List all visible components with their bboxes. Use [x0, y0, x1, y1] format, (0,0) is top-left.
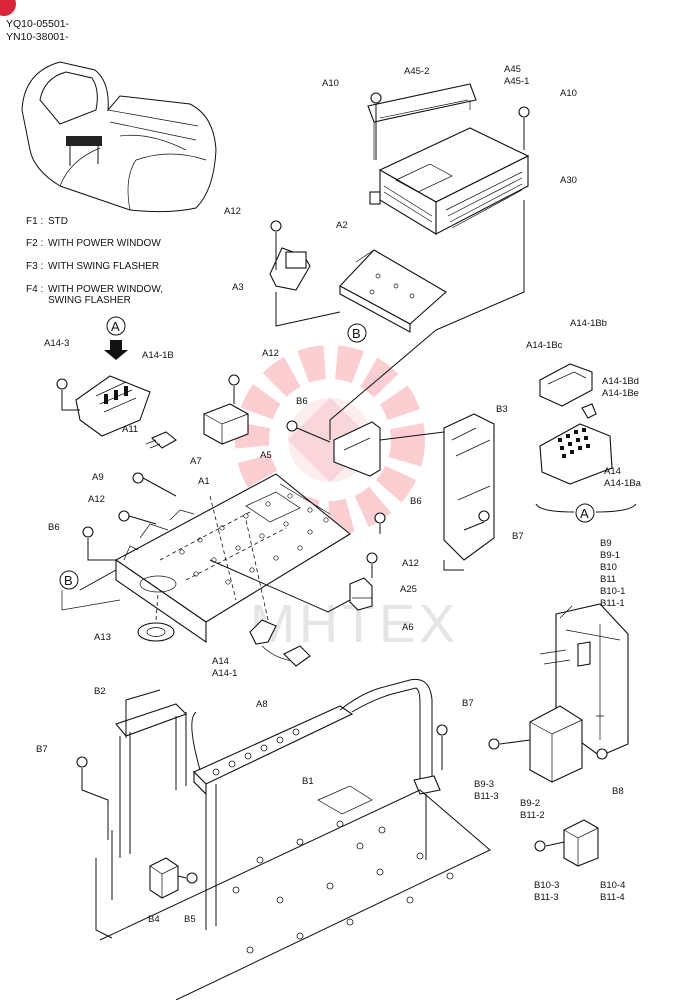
- label-b5: B5: [184, 914, 196, 925]
- label-b10-1: B10-1: [600, 586, 625, 597]
- label-a10-left: A10: [322, 78, 339, 89]
- plate-a1: [114, 473, 351, 644]
- label-a13: A13: [94, 632, 111, 643]
- legend-code-f2: F2 :: [26, 238, 43, 249]
- label-a14-1-low: A14-1: [212, 668, 237, 679]
- label-a45-2: A45-2: [404, 66, 429, 77]
- relay-a5: [203, 374, 249, 445]
- grommet-a13: [137, 593, 175, 642]
- label-a14-low: A14: [212, 656, 229, 667]
- label-b11-4: B11-4: [600, 892, 625, 903]
- label-a12-top: A12: [224, 206, 241, 217]
- label-b11-3a: B11-3: [474, 791, 499, 802]
- part-labels: A10 A45-2 A45 A45-1 A10 A30 A12 A2 A3 A1…: [36, 64, 642, 925]
- label-a3: A3: [232, 282, 244, 293]
- label-a14-1ba: A14-1Ba: [604, 478, 642, 489]
- detail-a-inset: A: [535, 363, 637, 523]
- label-a30: A30: [560, 175, 577, 186]
- label-a12-mid: A12: [262, 348, 279, 359]
- label-a14-right: A14: [604, 466, 621, 477]
- frame-b1-holes: [212, 728, 300, 776]
- legend-code-f3: F3 :: [26, 261, 43, 272]
- bracket-b3: [286, 329, 495, 571]
- label-b6-left: B6: [48, 522, 60, 533]
- relay-a25: [209, 552, 378, 613]
- label-b10-3: B10-3: [534, 880, 559, 891]
- label-a14-1bc: A14-1Bc: [526, 340, 563, 351]
- connector-a14-lower: [245, 519, 311, 667]
- bracket-b9-assembly: [488, 603, 629, 867]
- label-b11-3b: B11-3: [534, 892, 559, 903]
- relay-b4: [149, 857, 198, 899]
- legend-text-f3: WITH SWING FLASHER: [48, 261, 159, 272]
- controller-assembly: [367, 83, 530, 331]
- page-badge: [0, 0, 16, 16]
- label-a14-1bd: A14-1Bd: [602, 376, 639, 387]
- label-b2: B2: [94, 686, 106, 697]
- plate-holes: [179, 493, 329, 585]
- label-b9: B9: [600, 538, 612, 549]
- screw-b7-mid: [436, 724, 448, 736]
- label-b11-1: B11-1: [600, 598, 625, 609]
- screw-b7-left: [76, 756, 88, 768]
- legend-text-f4-cont: SWING FLASHER: [48, 295, 131, 306]
- label-b4: B4: [148, 914, 160, 925]
- legend-code-f1: F1 :: [26, 216, 43, 227]
- label-b7-right-top: B7: [512, 531, 524, 542]
- legend-text-f4: WITH POWER WINDOW,: [48, 284, 163, 295]
- label-b7-left: B7: [36, 744, 48, 755]
- callout-a-top: A: [111, 319, 120, 334]
- label-b10: B10: [600, 562, 617, 573]
- switch-a11: [145, 431, 177, 449]
- legend-text-f1: STD: [48, 216, 68, 227]
- callout-a-detail: A: [580, 506, 589, 521]
- serial-number-1: YQ10-05501-: [6, 18, 70, 30]
- label-a14-3: A14-3: [44, 338, 69, 349]
- label-a11: A11: [122, 424, 138, 435]
- label-a25: A25: [400, 584, 417, 595]
- legend-text-f2: WITH POWER WINDOW: [48, 238, 161, 249]
- label-b9-1: B9-1: [600, 550, 620, 561]
- label-b11-2: B11-2: [520, 810, 545, 821]
- label-b6-right: B6: [410, 496, 422, 507]
- label-a8: A8: [256, 699, 268, 710]
- callout-a-indicator: A: [104, 316, 128, 360]
- frame-b1-b2: [115, 678, 441, 930]
- label-a1: A1: [198, 476, 210, 487]
- bracket-a2-assembly: B: [269, 220, 447, 343]
- label-a14-1b: A14-1B: [142, 350, 174, 361]
- label-b7-mid: B7: [462, 698, 474, 709]
- legend: F1 : STD F2 : WITH POWER WINDOW F3 : WIT…: [26, 216, 163, 306]
- label-a45-1: A45-1: [504, 76, 529, 87]
- callout-b-upper: B: [352, 326, 361, 341]
- label-a14-1bb: A14-1Bb: [570, 318, 607, 329]
- screws-left: B: [59, 472, 177, 611]
- label-b8: B8: [612, 786, 624, 797]
- label-a45: A45: [504, 64, 521, 75]
- label-a12-left: A12: [88, 494, 105, 505]
- label-a6: A6: [402, 622, 414, 633]
- label-b3: B3: [496, 404, 508, 415]
- label-a5: A5: [260, 450, 272, 461]
- label-a10-right: A10: [560, 88, 577, 99]
- label-b9-2: B9-2: [520, 798, 540, 809]
- label-a2: A2: [336, 220, 348, 231]
- callout-b-lower: B: [64, 573, 73, 588]
- legend-code-f4: F4 :: [26, 284, 43, 295]
- floor-plate: [95, 785, 491, 1000]
- label-a14-1be: A14-1Be: [602, 388, 639, 399]
- label-a7: A7: [190, 456, 202, 467]
- machine-location-thumbnail: [21, 61, 217, 213]
- serial-number-2: YN10-38001-: [6, 31, 69, 43]
- label-b9-3: B9-3: [474, 779, 494, 790]
- floor-holes: [232, 820, 454, 954]
- connector-a14-1b: [56, 375, 151, 437]
- label-b10-4: B10-4: [600, 880, 625, 891]
- label-a12-lower: A12: [402, 558, 419, 569]
- label-b6-top: B6: [296, 396, 308, 407]
- label-b1: B1: [302, 776, 314, 787]
- label-b11: B11: [600, 574, 616, 585]
- label-a9: A9: [92, 472, 104, 483]
